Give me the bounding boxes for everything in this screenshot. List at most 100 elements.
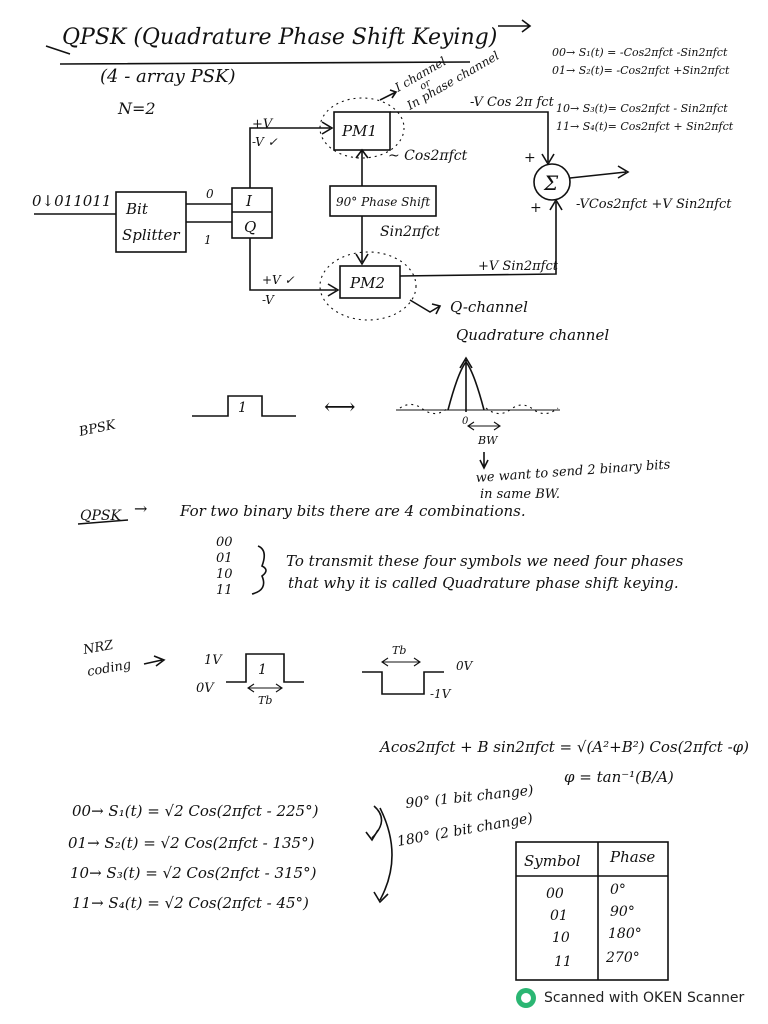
combo-item: 01 [216, 551, 233, 566]
title-underline [45, 45, 471, 65]
qpsk-note-text: For two binary bits there are 4 combinat… [179, 502, 526, 520]
pm2-dashed-outline [319, 251, 417, 321]
q-path-arrow-icon [327, 283, 340, 297]
nrz-v-high: 1V [204, 653, 223, 668]
combo-item: 10 [216, 567, 233, 582]
nrz-v-low: -1V [430, 687, 452, 701]
signal-equations: 00→ S₁(t) = √2 Cos(2πfct - 225°) 01→ S₂(… [68, 783, 534, 912]
bpsk-section: BPSK 1 ⟷ 0 BW we want to send 2 binary b… [77, 356, 671, 502]
split-out-top: 0 [206, 187, 214, 201]
signal-equation: 11→ S₄(t) = √2 Cos(2πfct - 45°) [72, 894, 309, 912]
nrz-pulse-negative [362, 671, 444, 695]
sum-output-arrow-icon [569, 165, 630, 179]
bpsk-note-2: in same BW. [480, 487, 560, 502]
splitter-out-lines [186, 203, 232, 223]
q-label: Q [244, 218, 256, 236]
symbol-map: 00→ S₁(t) = -Cos2πfct -Sin2πfct 01→ S₂(t… [552, 46, 734, 133]
nrz-pulse-label: 1 [258, 662, 267, 678]
subtitle: (4 - array PSK) [100, 66, 235, 87]
i-path-arrow-icon [321, 121, 334, 135]
symbol-map-row: 01→ S₂(t)= -Cos2πfct +Sin2πfct [552, 64, 730, 77]
nrz-coding-label: coding [86, 657, 132, 679]
bw-arrow-icon [467, 421, 501, 431]
nrz-pulse-positive [226, 653, 304, 683]
pm1-dashed-outline [319, 97, 405, 159]
qpsk-underline [77, 519, 129, 525]
signal-equation: 10→ S₃(t) = √2 Cos(2πfct - 315°) [70, 864, 317, 882]
split-out-bottom: 1 [204, 233, 212, 247]
table-header-phase: Phase [609, 848, 655, 866]
sigma-symbol: Σ [543, 171, 559, 195]
i-channel-arrow-icon [379, 89, 398, 101]
table-cell: 10 [552, 930, 570, 946]
symbol-map-row: 00→ S₁(t) = -Cos2πfct -Sin2πfct [552, 46, 728, 59]
phase-shift-label: 90° Phase Shift [336, 195, 430, 209]
qpsk-note-line-1: To transmit these four symbols we need f… [286, 552, 684, 570]
bpsk-origin: 0 [462, 416, 469, 427]
n-value: N=2 [117, 99, 156, 118]
table-cell: 00 [546, 886, 564, 902]
q-channel-note: Q-channel [450, 298, 528, 316]
qpsk-note-line-2: that why it is called Quadrature phase s… [288, 574, 679, 592]
bpsk-arrow: ⟷ [324, 395, 356, 420]
scanner-badge-text: Scanned with OKEN Scanner [544, 990, 745, 1006]
nrz-v-zero: 0V [196, 681, 215, 696]
signal-equation: 00→ S₁(t) = √2 Cos(2πfct - 225°) [72, 802, 319, 820]
bw-label: BW [477, 434, 499, 447]
transition-arrow-180-icon [373, 807, 393, 904]
nrz-arrow-icon [143, 655, 166, 667]
symbol-map-row: 10→ S₃(t)= Cos2πfct - Sin2πfct [556, 102, 728, 115]
pm2-output-line [399, 202, 557, 277]
bpsk-pulse [192, 395, 296, 417]
combo-brace [251, 545, 267, 595]
table-cell: 0° [610, 882, 626, 898]
bit-splitter-label-2: Splitter [122, 226, 180, 244]
bpsk-sidelobes [399, 403, 559, 415]
sum-plus-top: + [524, 150, 536, 166]
spectrum-up-arrow-icon [459, 356, 473, 412]
transition-arrow-90-icon [365, 805, 383, 842]
pm2-output-label: +V Sin2πfct [478, 259, 559, 274]
symbol-map-row: 11→ S₄(t)= Cos2πfct + Sin2πfct [556, 120, 734, 133]
i-path-line [249, 127, 330, 188]
table-cell: 11 [554, 954, 572, 970]
input-bits: 0↓011011 [32, 192, 111, 210]
phase-change-90: 90° (1 bit change) [405, 783, 534, 812]
q-path-line [249, 238, 336, 291]
scanner-logo-icon [516, 988, 536, 1008]
bpsk-label: BPSK [77, 417, 118, 440]
nrz-v-zero-2: 0V [456, 659, 474, 673]
nrz-section: NRZ coding 1V 0V 1 Tb Tb 0V -1V [81, 638, 474, 707]
sin-arrow-icon [355, 253, 369, 266]
pm1-output-label: -V Cos 2π fct [470, 95, 555, 110]
scanner-badge: Scanned with OKEN Scanner [516, 988, 744, 1008]
iq-block [231, 187, 273, 239]
qpsk-note-section: QPSK → For two binary bits there are 4 c… [77, 499, 684, 598]
q-channel-arrow-icon [409, 299, 442, 315]
pm1-input-minus: -V ✓ [252, 135, 278, 149]
summer-block [533, 163, 571, 201]
pm2-input-plus: +V ✓ [262, 273, 295, 287]
quadrature-channel-note: Quadrature channel [456, 326, 609, 344]
sin-carrier-label: Sin2πfct [380, 224, 440, 240]
page-title: QPSK (Quadrature Phase Shift Keying) [62, 25, 497, 50]
combo-item: 00 [216, 535, 233, 550]
phase-shift-block [329, 185, 437, 217]
bit-splitter-label: Bit [125, 200, 149, 218]
table-cell: 270° [605, 950, 640, 966]
phi-formula: φ = tan⁻¹(B/A) [564, 768, 674, 786]
table-cell: 90° [610, 904, 635, 920]
nrz-label: NRZ [81, 638, 115, 658]
qpsk-arrow: → [134, 499, 147, 518]
pm2-block [339, 265, 401, 299]
sum-output-label: -VCos2πfct +V Sin2πfct [576, 197, 732, 212]
nrz-tb-1: Tb [258, 694, 272, 707]
pm1-output-line [390, 111, 549, 162]
nrz-tb-arrow-icon [247, 683, 283, 693]
trig-identity: Acos2πfct + B sin2πfct = √(A²+B²) Cos(2π… [378, 738, 749, 756]
phase-change-180: 180° (2 bit change) [396, 810, 534, 850]
qpsk-block-diagram: 0↓011011 Bit Splitter 0 1 I Q +V -V ✓ PM… [32, 48, 732, 344]
signal-equation: 01→ S₂(t) = √2 Cos(2πfct - 135°) [68, 834, 315, 852]
cos-carrier-label: ~ Cos2πfct [388, 148, 468, 164]
